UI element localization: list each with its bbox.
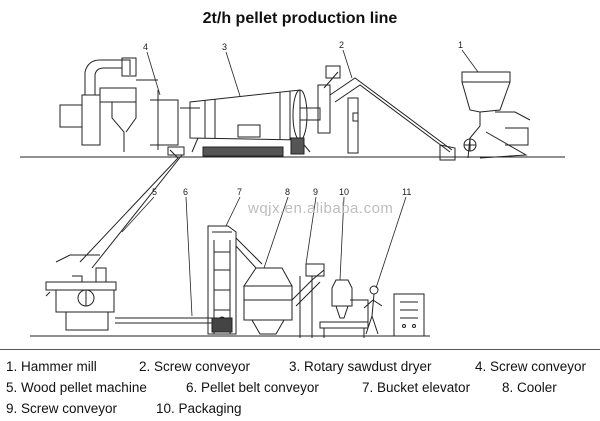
- callout-6: 6: [183, 187, 188, 197]
- screw-conveyor-2: [323, 65, 456, 161]
- legend-item-1: 1. Hammer mill: [6, 359, 97, 374]
- callout-numbers: 1 2 3 4 5 6 7 8 9 10 11: [143, 40, 463, 197]
- legend-item-5: 5. Wood pellet machine: [6, 380, 147, 395]
- screw-conveyor-4: [79, 146, 185, 269]
- callout-1: 1: [458, 40, 463, 50]
- callout-9: 9: [313, 187, 318, 197]
- callout-5: 5: [152, 187, 157, 197]
- bucket-elevator: [207, 225, 263, 335]
- callout-4: 4: [143, 42, 148, 52]
- legend-item-10: 10. Packaging: [156, 401, 242, 416]
- legend-item-4: 4. Screw conveyor: [475, 359, 587, 374]
- operator-figure: [363, 285, 383, 335]
- legend-divider: [0, 349, 600, 350]
- legend-item-2: 2. Screw conveyor: [139, 359, 251, 374]
- control-cabinet: [393, 293, 425, 337]
- hammer-mill: [461, 71, 531, 159]
- legend-item-8: 8. Cooler: [502, 380, 557, 395]
- legend-item-7: 7. Bucket elevator: [362, 380, 471, 395]
- diagram-title: 2t/h pellet production line: [202, 10, 398, 27]
- callout-leaders: [121, 49, 479, 317]
- wood-pellet-machine: [45, 254, 117, 331]
- callout-3: 3: [222, 42, 227, 52]
- callout-11: 11: [402, 187, 411, 197]
- legend-item-6: 6. Pellet belt conveyor: [186, 380, 319, 395]
- production-line-drawing: 1 2 3 4 5 6 7 8 9 10 11: [20, 40, 565, 338]
- callout-2: 2: [339, 40, 344, 50]
- upper-left-duct-unit: [59, 57, 200, 152]
- callout-7: 7: [237, 187, 242, 197]
- callout-8: 8: [285, 187, 290, 197]
- legend: 1. Hammer mill 2. Screw conveyor 3. Rota…: [6, 356, 596, 419]
- legend-row-2: 5. Wood pellet machine 6. Pellet belt co…: [6, 377, 596, 398]
- legend-row-1: 1. Hammer mill 2. Screw conveyor 3. Rota…: [6, 356, 596, 377]
- legend-item-9: 9. Screw conveyor: [6, 401, 118, 416]
- screw-conveyor-9: [291, 263, 325, 338]
- rotary-dryer: [189, 84, 331, 153]
- legend-item-3: 3. Rotary sawdust dryer: [289, 359, 432, 374]
- dryer-foundation: [202, 137, 305, 157]
- legend-row-3: 9. Screw conveyor 10. Packaging: [6, 398, 596, 419]
- callout-10: 10: [339, 187, 349, 197]
- watermark-text: wqjx.en.alibaba.com: [248, 200, 394, 217]
- packaging-unit: [319, 279, 369, 338]
- cooler: [243, 267, 293, 335]
